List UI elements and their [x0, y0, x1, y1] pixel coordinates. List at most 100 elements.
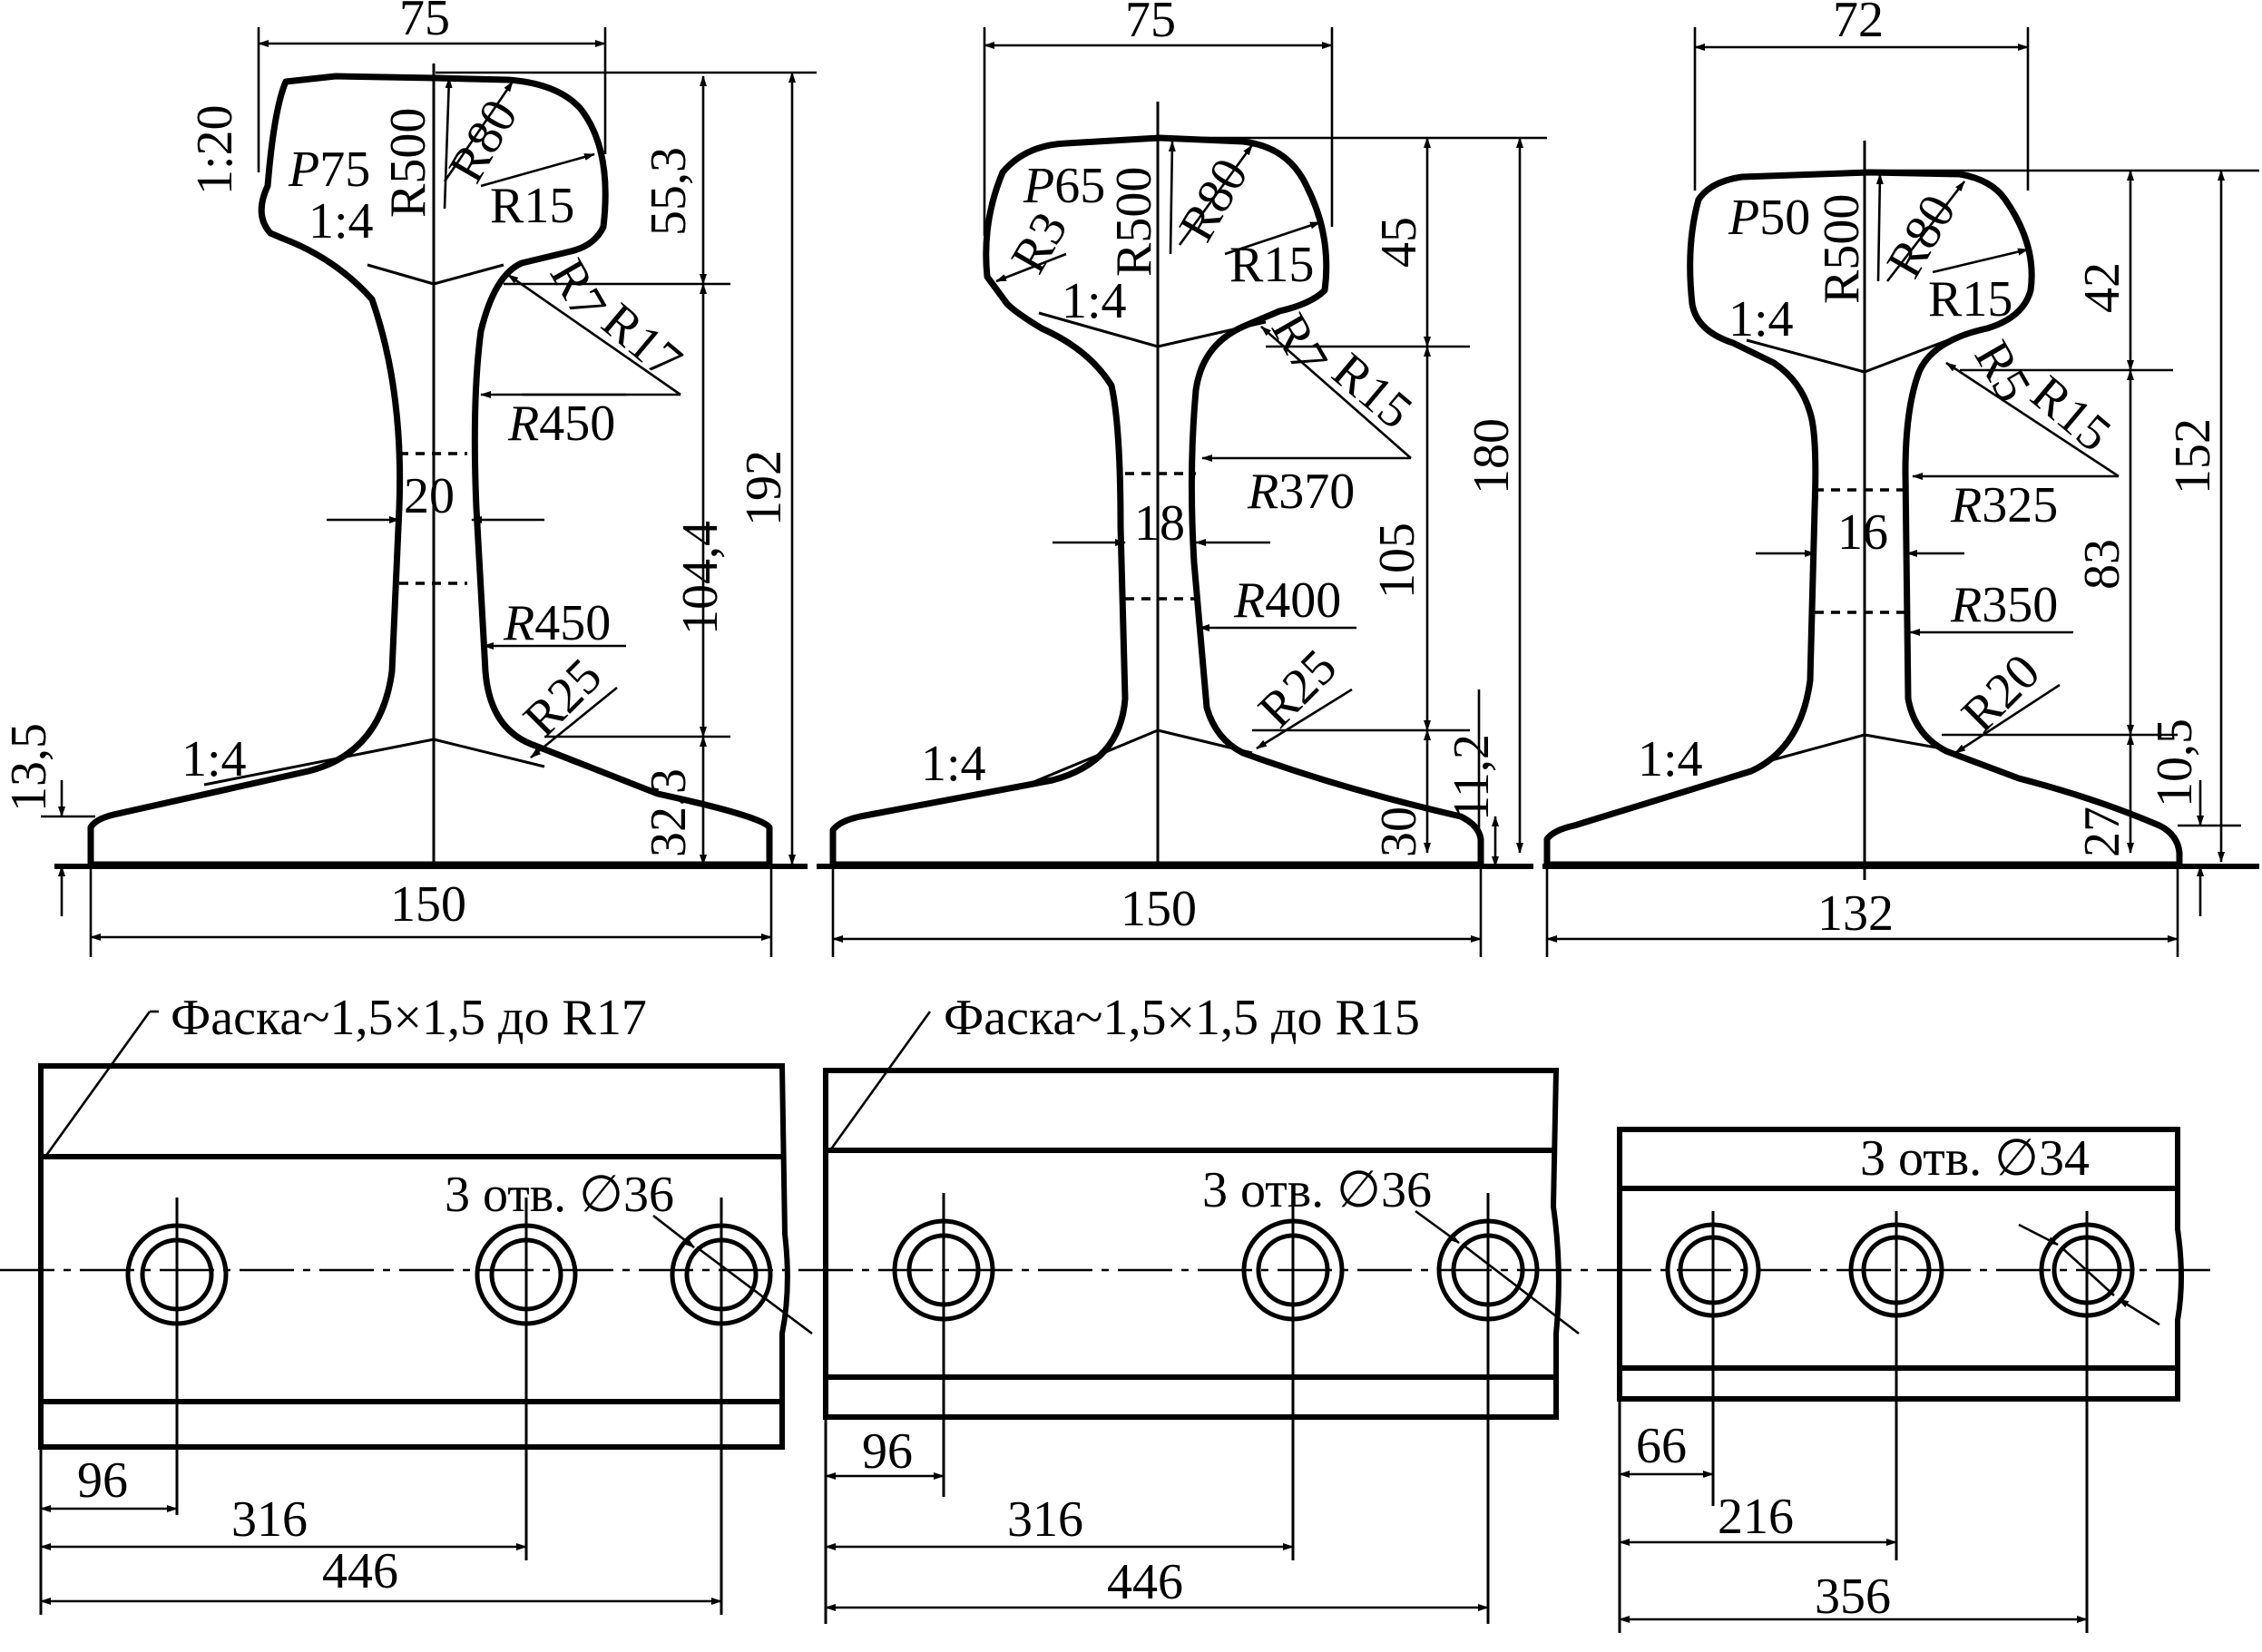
p65-web-thk: 18	[1134, 495, 1185, 552]
p75-slope-base: 1:4	[181, 731, 247, 787]
rail-end-2-d2: 316	[1007, 1491, 1083, 1548]
rail-end-1-d1: 96	[77, 1452, 128, 1509]
p65-r15: R15	[1229, 237, 1314, 293]
p75-name-label: P75	[288, 142, 370, 198]
p75-r15: R15	[490, 178, 574, 234]
p75-basewidth: 150	[390, 876, 466, 933]
p75-r500-leader	[443, 77, 453, 210]
p65-r370: R370	[1247, 464, 1355, 520]
rail-end-2-d1: 96	[862, 1423, 913, 1480]
p75-rbase-leader	[530, 686, 618, 759]
profile-p65-base-top-l	[1015, 728, 1159, 791]
p50-name-text: 50	[1759, 190, 1810, 246]
rail-end-1-hole-3-dia	[696, 1246, 813, 1335]
rail-end-2-chamfer-leader	[828, 1011, 932, 1151]
p75-name-text: 75	[319, 142, 370, 198]
rail-end-2-chamfer: Фаска~1,5×1,5 до R15	[944, 990, 1420, 1046]
rail-end-3-hole-3-arrow-a	[2018, 1223, 2059, 1246]
p75-slope-under: 1:4	[308, 193, 374, 249]
rail-end-1-d3: 446	[322, 1543, 398, 1599]
p50-r80-leader	[1885, 181, 1966, 282]
p50-r20: R20	[1951, 643, 2051, 743]
p65-edge: 11,2	[1444, 734, 1500, 821]
profile-p50-head-bottom-l	[1746, 338, 1865, 374]
p50-head-height: 42	[2074, 262, 2130, 313]
profile-p75-outline	[87, 73, 773, 868]
p50-r325: R325	[1950, 477, 2058, 533]
profile-p65-head-bottom-r	[1157, 320, 1267, 348]
p50-r15-leader	[1932, 248, 2029, 274]
p65-fillet-leader	[1260, 326, 1412, 459]
rail-end-2: Фаска~1,5×1,5 до R15 3 отв. ∅36 96 316 4…	[823, 990, 1580, 1624]
p65-basewidth: 150	[1121, 881, 1197, 937]
p50-r500-leader	[1875, 173, 1884, 282]
profile-p65-head-bottom-l	[1038, 311, 1159, 348]
profile-p75-head-bottom-r	[433, 263, 504, 286]
p50-name-label: P50	[1728, 190, 1810, 246]
p50-r350: R350	[1950, 577, 2058, 633]
rail-end-1-chamfer: Фаска~1,5×1,5 до R17	[171, 990, 647, 1046]
p65-name-label: P65	[1023, 158, 1105, 214]
p50-r15: R15	[1928, 271, 2012, 327]
profile-p50-outline	[1543, 169, 2183, 868]
p75-r450-bot: R450	[503, 595, 611, 651]
profile-p75-head-bottom	[367, 263, 435, 286]
p65-name-text: 65	[1054, 158, 1105, 214]
p50-edge: 10,5	[2147, 718, 2203, 807]
p65-r500-leader	[1168, 141, 1176, 255]
p65-r80: R80	[1169, 150, 1259, 251]
rail-end-1-outline	[38, 1063, 790, 1450]
p50-height: 152	[2165, 418, 2221, 494]
p65-r25-leader	[1256, 688, 1353, 750]
profile-p50: 72 P50 1:4 R500 R80 R15 42 R5 R15 152 R3…	[1542, 0, 2259, 957]
p75-r450-top: R450	[507, 396, 615, 452]
p50-web-thk: 16	[1837, 504, 1888, 561]
p65-slope-under: 1:4	[1062, 273, 1127, 329]
p50-base-height: 27	[2074, 806, 2130, 857]
p65-r3: R3	[1001, 203, 1079, 283]
rail-end-2-d3: 446	[1107, 1554, 1183, 1610]
p65-slope-base: 1:4	[921, 736, 986, 792]
rail-end-1: Фаска~1,5×1,5 до R17 3 отв. ∅36 96 316 4…	[38, 990, 813, 1615]
p75-slope-head: 1:20	[187, 104, 243, 195]
p50-r350-text: 350	[1982, 577, 2058, 633]
p75-r500: R500	[380, 108, 436, 218]
rail-end-1-holes: 3 отв. ∅36	[445, 1167, 674, 1223]
rail-end-3-d1: 66	[1636, 1418, 1687, 1474]
rail-end-2-hole-3-dia	[1462, 1243, 1580, 1335]
p65-web-height: 105	[1369, 523, 1425, 599]
rail-end-2-holes: 3 отв. ∅36	[1202, 1162, 1432, 1218]
p75-web-height: 104,4	[672, 521, 729, 635]
profile-p50-head-bottom-r	[1864, 334, 1961, 374]
p75-base-height: 32,3	[641, 768, 697, 857]
profile-p75: 75 P75 1:20 1:4 R500 R80 R15 55,3 R7 R17…	[1, 0, 817, 957]
profile-p75-base-top-l	[203, 738, 435, 787]
rail-end-3-outline	[1617, 1127, 2184, 1402]
profile-p50-base-top-r	[1864, 733, 1943, 750]
p75-r15-leader	[480, 152, 595, 188]
p65-r15-leader	[1224, 220, 1321, 256]
p75-width-label: 75	[399, 0, 450, 46]
rail-end-3-d2: 216	[1718, 1489, 1794, 1545]
rail-end-2-hole-3-arrow	[1415, 1209, 1460, 1245]
p65-r500: R500	[1106, 167, 1162, 277]
rail-end-3: 3 отв. ∅34 66 216 356	[1617, 1127, 2184, 1633]
p65-r25: R25	[1248, 639, 1347, 738]
p65-r400-text: 400	[1265, 572, 1341, 629]
p50-web-height: 83	[2074, 539, 2130, 590]
p75-web-thk: 20	[404, 468, 455, 524]
p50-r500: R500	[1814, 194, 1870, 304]
rail-end-3-d3: 356	[1815, 1569, 1891, 1625]
profile-p65: 75 P65 R3 1:4 R500 R80 R15 45 R7 R15 180…	[817, 0, 1547, 957]
p65-r80-leader	[1178, 144, 1254, 246]
rail-end-3-hole-3-arrow-b	[2118, 1297, 2160, 1326]
p65-base-height: 30	[1371, 806, 1427, 857]
p75-edge: 13,5	[1, 723, 57, 812]
p65-height: 180	[1464, 418, 1520, 494]
rail-end-1-d2: 316	[231, 1491, 308, 1548]
rail-end-1-hole-3-arrow	[652, 1214, 695, 1249]
p75-r450-top-text: 450	[539, 396, 615, 452]
rail-end-3-holes: 3 отв. ∅34	[1860, 1130, 2090, 1187]
p50-width-label: 72	[1833, 0, 1884, 48]
